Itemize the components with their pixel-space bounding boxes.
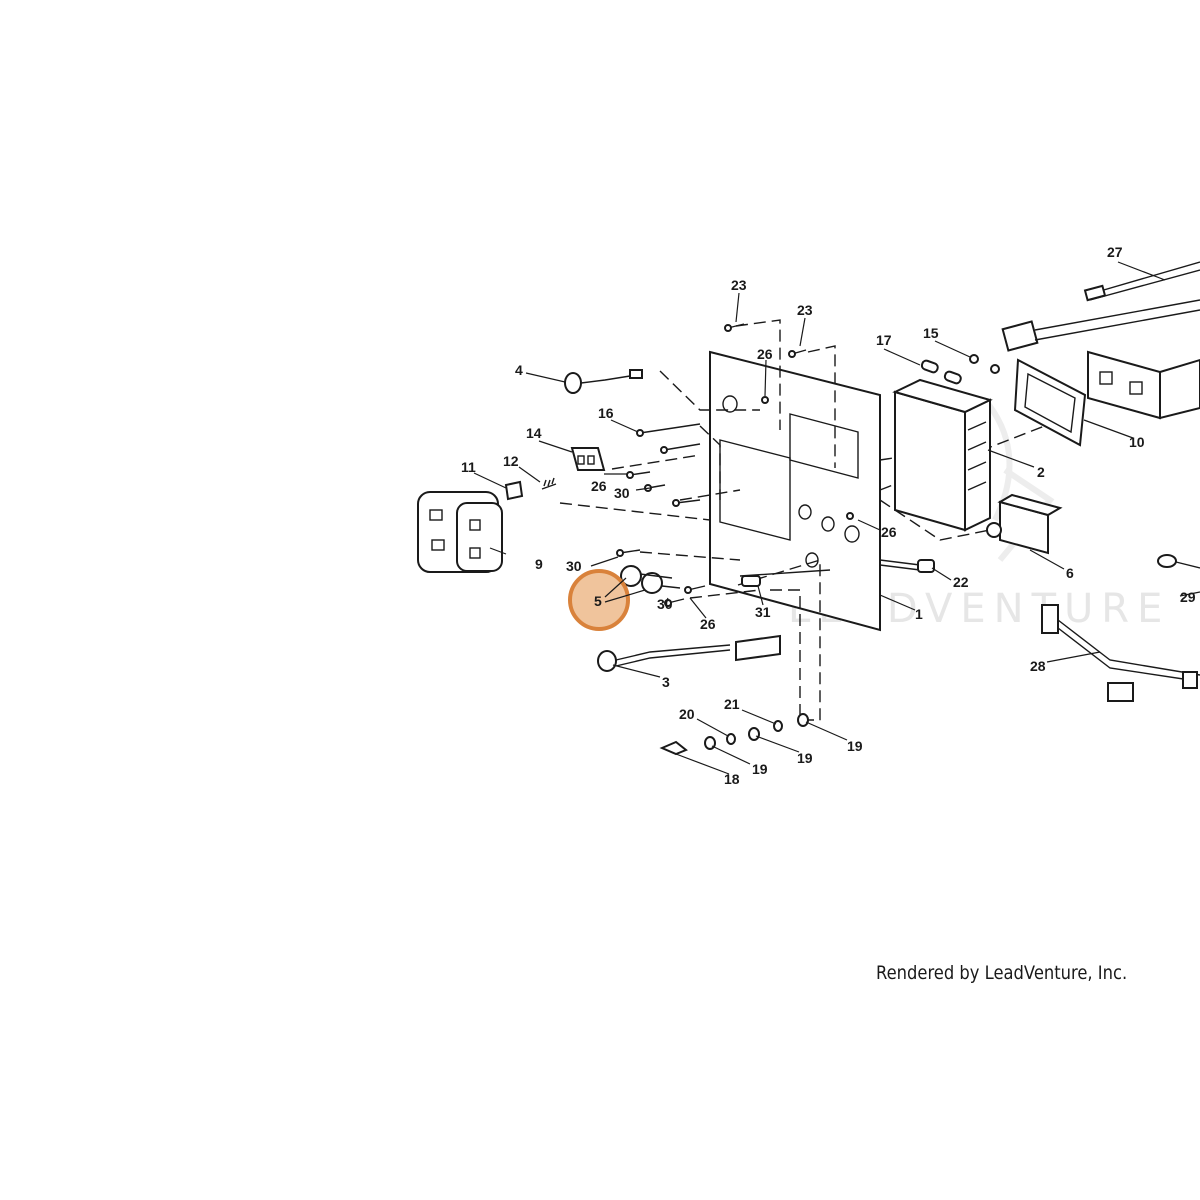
callout-label[interactable]: 26 bbox=[881, 524, 897, 540]
callout-label[interactable]: 1 bbox=[915, 606, 923, 622]
switch-with-lead[interactable] bbox=[597, 634, 781, 672]
callout-label[interactable]: 23 bbox=[797, 302, 813, 318]
callout-label[interactable]: 27 bbox=[1107, 244, 1123, 260]
highlight-marker[interactable] bbox=[568, 569, 630, 631]
callout-label[interactable]: 14 bbox=[526, 425, 542, 441]
callout-label[interactable]: 9 bbox=[535, 556, 543, 572]
callout-label[interactable]: 12 bbox=[503, 453, 519, 469]
ring-terminal[interactable] bbox=[1157, 554, 1200, 569]
callout-label[interactable]: 30 bbox=[657, 596, 673, 612]
callout-label[interactable]: 28 bbox=[1030, 658, 1046, 674]
callout-label[interactable]: 29 bbox=[1180, 589, 1196, 605]
callout-label[interactable]: 11 bbox=[461, 459, 476, 475]
pin-pair[interactable] bbox=[920, 359, 962, 385]
callout-label[interactable]: 4 bbox=[515, 362, 523, 378]
wire-harness-27[interactable] bbox=[1001, 261, 1200, 352]
callout-label[interactable]: 20 bbox=[679, 706, 695, 722]
callout-label[interactable]: 19 bbox=[797, 750, 813, 766]
control-module[interactable] bbox=[892, 378, 993, 532]
callout-label[interactable]: 26 bbox=[591, 478, 607, 494]
leader-lines bbox=[473, 261, 1200, 775]
callout-label[interactable]: 30 bbox=[566, 558, 582, 574]
rod[interactable] bbox=[739, 569, 831, 587]
nut-washer[interactable] bbox=[969, 354, 1000, 374]
plug-with-lead[interactable] bbox=[564, 369, 643, 394]
mounting-plate[interactable] bbox=[709, 350, 881, 632]
callout-label[interactable]: 2 bbox=[1037, 464, 1045, 480]
outlet-cover-frame[interactable] bbox=[1013, 358, 1087, 447]
spring[interactable] bbox=[541, 477, 557, 490]
callout-label[interactable]: 16 bbox=[598, 405, 614, 421]
callout-label[interactable]: 23 bbox=[731, 277, 747, 293]
circuit-breaker[interactable] bbox=[986, 493, 1063, 555]
callout-label[interactable]: 10 bbox=[1129, 434, 1145, 450]
callout-label[interactable]: 19 bbox=[847, 738, 863, 754]
callout-label[interactable]: 22 bbox=[953, 574, 969, 590]
receptacle-pair[interactable] bbox=[620, 565, 681, 594]
callout-label[interactable]: 31 bbox=[755, 604, 771, 620]
callout-label[interactable]: 3 bbox=[662, 674, 670, 690]
clip[interactable] bbox=[504, 480, 524, 501]
stud-22[interactable] bbox=[879, 559, 935, 573]
callout-label[interactable]: 26 bbox=[757, 346, 773, 362]
callout-label-highlighted[interactable]: 5 bbox=[594, 593, 602, 609]
callout-label[interactable]: 21 bbox=[724, 696, 740, 712]
outlet-cover[interactable] bbox=[417, 491, 503, 573]
callout-label[interactable]: 30 bbox=[614, 485, 630, 501]
duplex-outlet[interactable] bbox=[1087, 350, 1200, 420]
callout-labels: 1 2 3 4 5 6 9 10 11 12 14 15 16 17 18 19… bbox=[461, 244, 1196, 787]
wire-harness-28[interactable] bbox=[1041, 604, 1200, 702]
callout-label[interactable]: 26 bbox=[700, 616, 716, 632]
callout-label[interactable]: 18 bbox=[724, 771, 740, 787]
screws[interactable] bbox=[616, 323, 854, 607]
wing-nut-and-washers[interactable] bbox=[659, 713, 809, 756]
callout-label[interactable]: 19 bbox=[752, 761, 768, 777]
render-credit: Rendered by LeadVenture, Inc. bbox=[876, 962, 1128, 984]
callout-label[interactable]: 6 bbox=[1066, 565, 1074, 581]
callout-label[interactable]: 15 bbox=[923, 325, 939, 341]
connector-block[interactable] bbox=[570, 447, 606, 471]
callout-label[interactable]: 17 bbox=[876, 332, 892, 348]
